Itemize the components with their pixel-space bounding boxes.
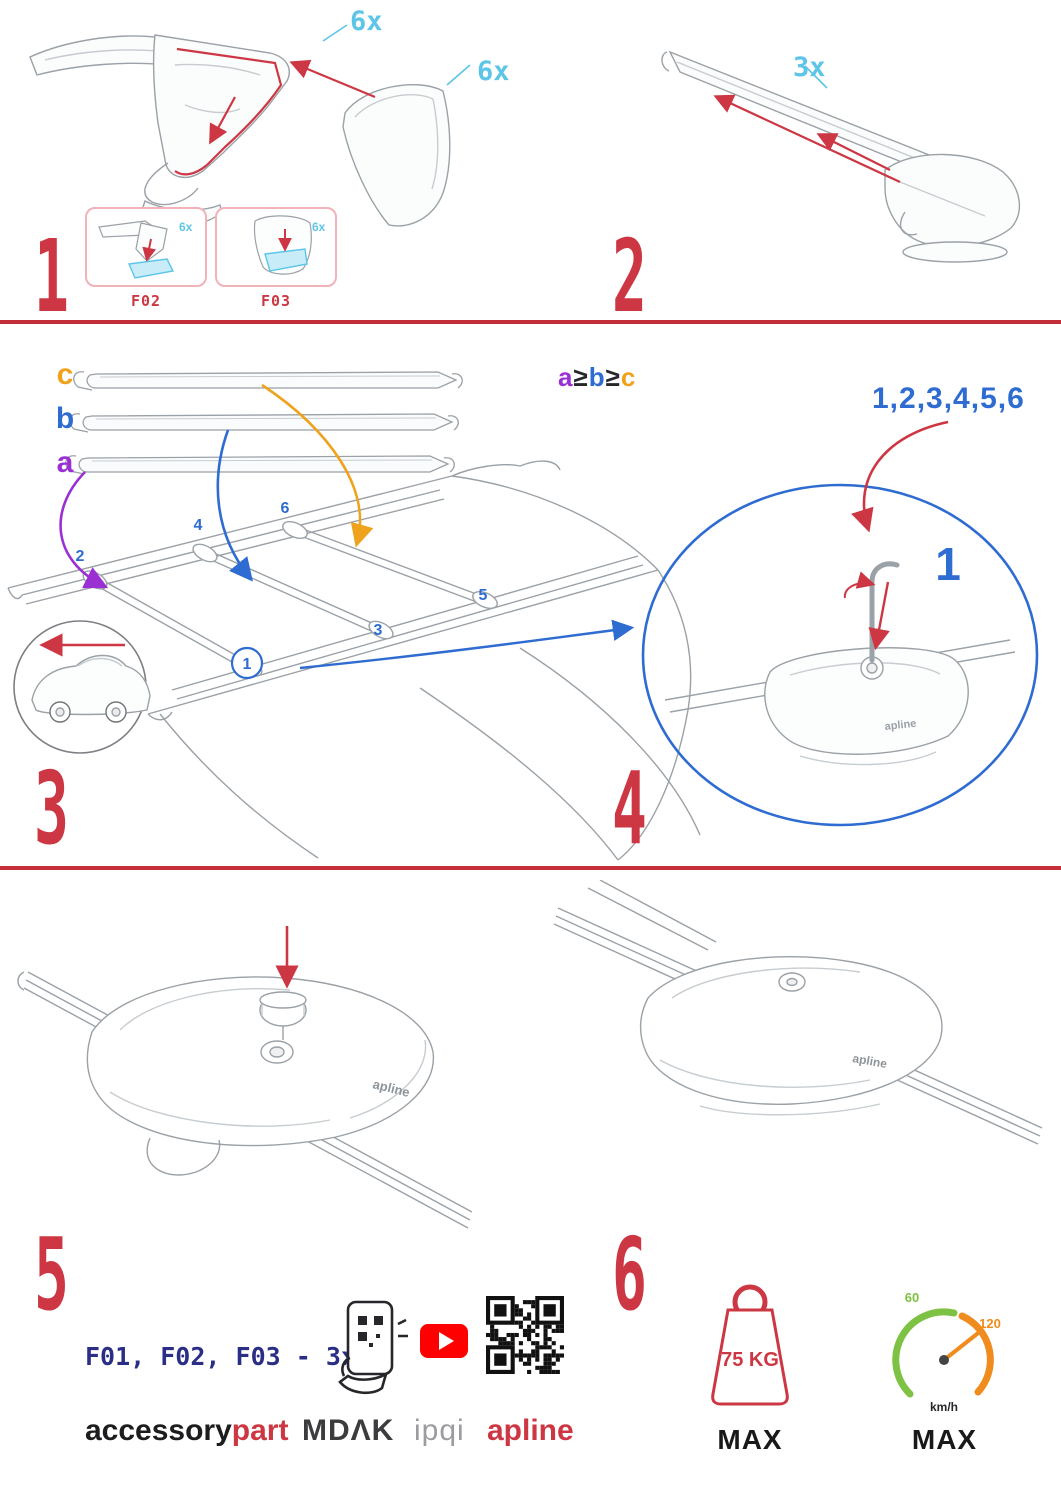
roof-position-6: 6 — [281, 500, 290, 517]
accessorypart-logo-part: part — [231, 1414, 289, 1447]
weight-icon: 75 KG — [711, 1284, 789, 1406]
step1-number: 1 — [34, 218, 69, 335]
step5-number: 5 — [34, 1216, 69, 1333]
kit-box-f03-illustration: 6x — [253, 215, 326, 275]
clamp-brand-step4: apline — [884, 718, 917, 733]
accessorypart-logo-accessory: accessory — [85, 1414, 232, 1447]
size-rule-c: c — [620, 362, 637, 392]
step2-crossbar-illustration — [661, 50, 1021, 263]
kit-box-f03-qty: 6x — [312, 220, 326, 234]
speedometer-icon: 60 120 km/h — [892, 1290, 1001, 1414]
kit-box-f02-label: F02 — [130, 292, 162, 310]
step4-detail-circle: apline — [641, 483, 1039, 827]
car-inset — [13, 620, 151, 754]
size-rule-b: b — [588, 362, 606, 392]
kit-box-f02: 6x — [85, 207, 207, 287]
speed-high-label: 120 — [979, 1316, 1001, 1331]
accessorypart-logo: accessorypart — [85, 1416, 288, 1446]
apline-logo: apline — [487, 1414, 574, 1447]
speed-unit-label: km/h — [930, 1400, 958, 1414]
step3-number: 3 — [34, 750, 69, 867]
roof-position-2: 2 — [76, 548, 85, 565]
step5-step6-illustration: apline apline — [17, 880, 1043, 1229]
youtube-icon — [420, 1324, 468, 1358]
kit-box-f03-label: F03 — [260, 292, 292, 310]
step2-number: 2 — [612, 218, 647, 335]
parts-quantity-line: F01, F02, F03 - 3x — [85, 1342, 356, 1371]
step4-number: 4 — [612, 750, 647, 867]
mdak-logo: MDΛK — [302, 1414, 395, 1447]
step5-clamp-illustration: apline — [17, 926, 473, 1229]
kit-box-f02-illustration: 6x — [98, 220, 193, 279]
youtube-play-triangle — [438, 1332, 454, 1350]
size-rule: a≥b≥c — [558, 362, 636, 393]
step1-foot-and-cover-illustration — [29, 24, 471, 227]
step1-qty-right-label: 6x — [477, 56, 510, 87]
section-divider-bottom — [0, 866, 1061, 870]
step1-qty-top-label: 6x — [350, 6, 383, 37]
bar-label-c: c — [56, 358, 74, 391]
step4-first-position: 1 — [935, 538, 961, 590]
step6-clamp-illustration: apline — [553, 880, 1043, 1145]
size-rule-ge1: ≥ — [573, 362, 589, 392]
ipqi-logo: ipqi — [414, 1414, 465, 1447]
weight-value: 75 KG — [721, 1349, 779, 1371]
qr-code — [486, 1296, 564, 1374]
speed-max-label: MAX — [911, 1424, 978, 1455]
step3-step4-illustration: 2 4 6 3 5 1 — [7, 371, 1039, 861]
size-rule-a: a — [558, 362, 574, 392]
section-divider-top — [0, 320, 1061, 324]
weight-max-label: MAX — [717, 1424, 783, 1455]
step2-qty-label: 3x — [793, 52, 826, 83]
kit-box-f03: 6x — [215, 207, 337, 287]
roof-position-5: 5 — [479, 587, 488, 604]
size-rule-ge2: ≥ — [605, 362, 621, 392]
bar-label-b: b — [55, 402, 75, 435]
roof-position-4: 4 — [194, 517, 203, 534]
bar-label-a: a — [56, 446, 74, 479]
kit-box-f02-qty: 6x — [179, 220, 193, 234]
tightening-sequence: 1,2,3,4,5,6 — [872, 382, 1025, 415]
speed-low-label: 60 — [905, 1290, 919, 1305]
roof-position-1: 1 — [243, 656, 252, 673]
roof-position-3: 3 — [374, 622, 383, 639]
phone-scan-icon — [338, 1300, 408, 1395]
roof-position-1-circle — [230, 646, 264, 680]
clamp-brand-step6: apline — [851, 1051, 888, 1071]
step6-number: 6 — [612, 1216, 647, 1333]
